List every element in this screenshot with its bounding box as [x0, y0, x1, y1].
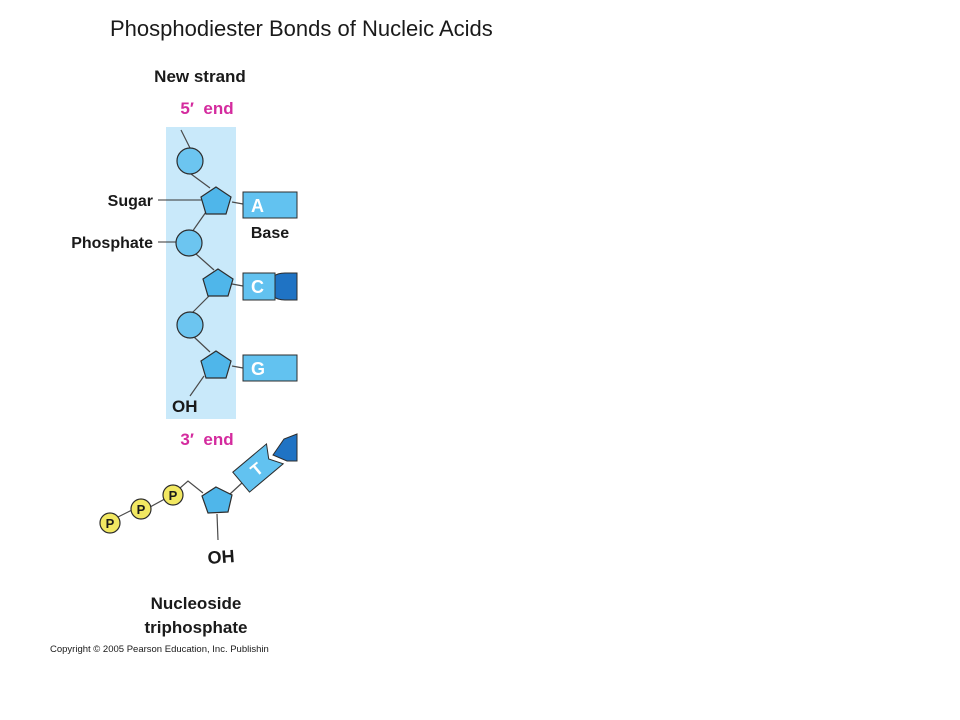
- phosphate-label: Phosphate: [71, 235, 153, 252]
- base-c-letter: C: [251, 277, 264, 297]
- phosphate-p-label: P: [169, 488, 178, 503]
- sugar-pentagon: [200, 186, 232, 215]
- page-title: Phosphodiester Bonds of Nucleic Acids: [110, 16, 493, 41]
- nucleoside-label-line1: Nucleoside: [151, 594, 242, 613]
- oh-nucleotide-label: OH: [207, 546, 235, 568]
- incoming-base-cap: [272, 433, 298, 462]
- base-label: Base: [251, 225, 289, 242]
- three-prime-end-label: 3′ end: [180, 430, 233, 449]
- new-strand-label: New strand: [154, 67, 246, 86]
- oh-strand-label: OH: [172, 397, 198, 416]
- sugar-pentagon: [202, 268, 234, 297]
- copyright-notice: Copyright © 2005 Pearson Education, Inc.…: [50, 644, 269, 655]
- backbone: [109, 129, 244, 541]
- phosphate-p-circle: [162, 484, 184, 506]
- base-g-letter: G: [251, 359, 265, 379]
- base-rect-a: [242, 191, 298, 219]
- sugar-pentagon-nucleotide: [201, 486, 233, 514]
- sugar-pentagon: [200, 350, 232, 379]
- phosphate-circle: [175, 229, 203, 257]
- phosphate-circle: [176, 311, 204, 339]
- nucleoside-label-line2: triphosphate: [145, 618, 248, 637]
- phosphate-p-circle: [130, 498, 152, 520]
- five-prime-end-label: 5′ end: [180, 99, 233, 118]
- base-rect-g: [242, 354, 298, 382]
- base-rect-t: [232, 442, 285, 493]
- phosphate-circle: [176, 147, 204, 175]
- sugar-label: Sugar: [108, 193, 153, 210]
- base-a-letter: A: [251, 196, 264, 216]
- base-rect-c: [242, 272, 276, 301]
- phosphate-p-label: P: [106, 516, 115, 531]
- phosphate-p-label: P: [137, 502, 146, 517]
- phosphate-p-circle: [99, 512, 121, 534]
